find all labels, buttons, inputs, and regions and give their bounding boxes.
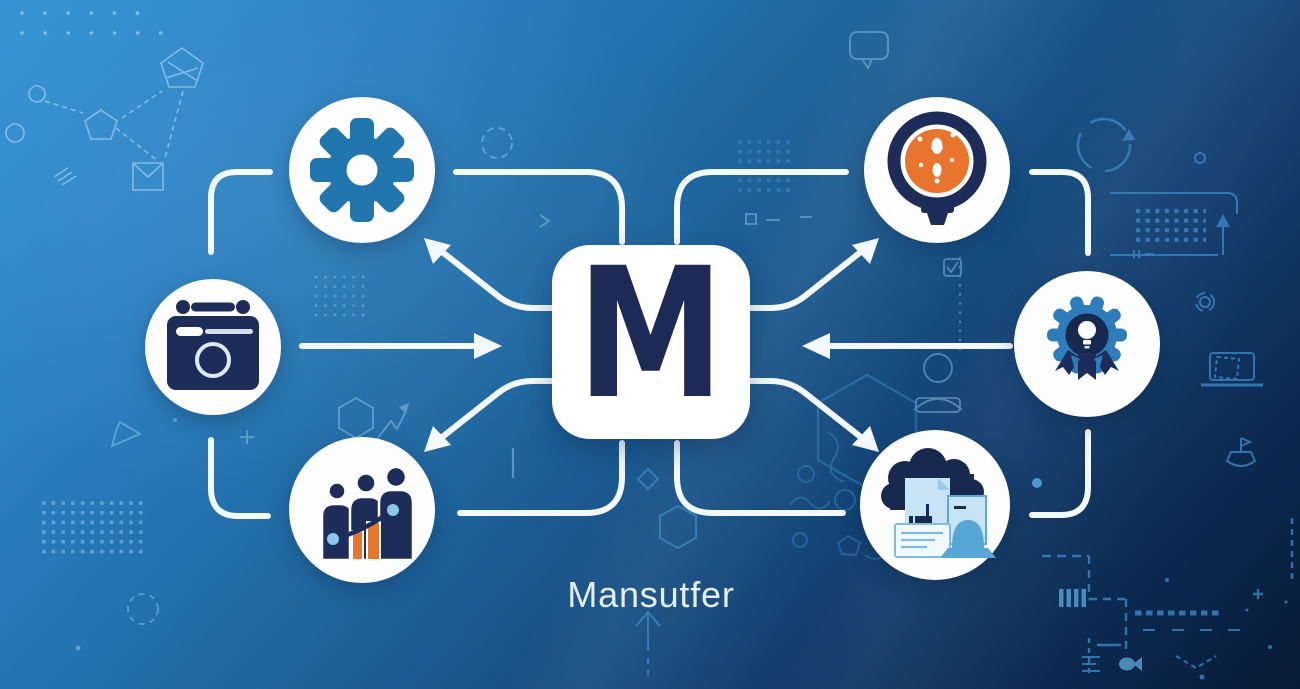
frame-box-bottom-left bbox=[457, 440, 625, 516]
frame-right-bottom bbox=[1029, 429, 1091, 518]
logo-letter: M bbox=[577, 230, 725, 439]
frame-top-left bbox=[208, 169, 273, 255]
frame-top-right bbox=[1029, 169, 1091, 256]
arrow-to-bottom-right bbox=[747, 378, 865, 441]
arrowheads bbox=[424, 238, 879, 452]
node-award bbox=[1014, 271, 1160, 417]
arrow-to-top-right bbox=[747, 248, 865, 311]
gear-icon bbox=[310, 118, 414, 222]
node-settings bbox=[289, 97, 435, 243]
frame-left-bottom bbox=[208, 437, 271, 519]
arrow-to-bottom-left bbox=[438, 378, 556, 441]
frame-box-top-right bbox=[674, 169, 849, 245]
node-documents bbox=[860, 430, 1010, 580]
team-growth-chart-icon bbox=[320, 465, 415, 562]
briefcase-icon bbox=[167, 300, 259, 390]
node-team-growth bbox=[289, 437, 435, 583]
mid-doodles bbox=[42, 31, 963, 651]
node-idea bbox=[864, 97, 1010, 243]
frame-box-top-left bbox=[453, 169, 625, 245]
logo-tile: M bbox=[552, 245, 750, 439]
node-briefcase bbox=[145, 279, 281, 415]
constellation-doodle bbox=[5, 11, 204, 191]
award-gear-icon bbox=[1047, 296, 1127, 380]
arrow-to-top-left bbox=[438, 248, 556, 311]
lightbulb-icon bbox=[887, 111, 987, 225]
circuit-doodles bbox=[635, 117, 1294, 680]
documents-cloud-icon bbox=[881, 448, 996, 558]
frame-box-bottom-right bbox=[674, 440, 846, 516]
brand-label: Mansutfer bbox=[567, 574, 735, 615]
